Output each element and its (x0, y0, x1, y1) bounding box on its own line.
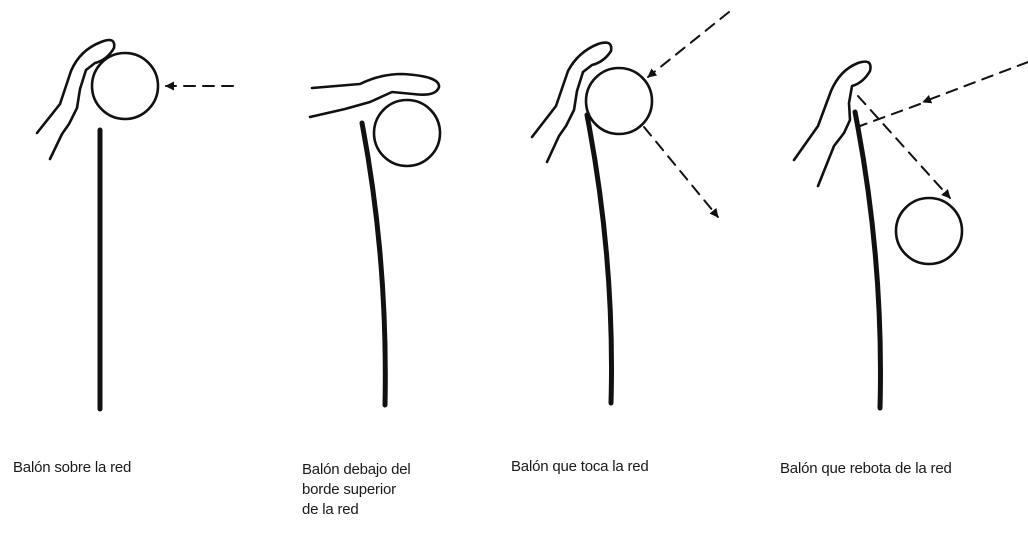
caption-line: Balón que toca la red (511, 458, 649, 475)
panel-touches-net (530, 11, 730, 406)
hand-icon (308, 72, 441, 119)
caption-rebounds-net: Balón que rebota de la red (780, 459, 952, 479)
impact-line (859, 103, 921, 127)
caption-over-net: Balón sobre la red (13, 458, 131, 478)
caption-line: Balón debajo del (302, 461, 411, 478)
rebound-arrow (857, 95, 951, 199)
hand-icon (530, 41, 613, 164)
ball (584, 66, 654, 136)
net-post (852, 109, 883, 411)
panel-below-top-edge (308, 72, 442, 408)
caption-line: borde superior (302, 481, 396, 498)
caption-line: de la red (302, 501, 359, 518)
net-post (359, 120, 388, 408)
deflection-arrow (643, 126, 719, 218)
caption-line: Balón sobre la red (13, 459, 132, 476)
incoming-arrow (647, 11, 730, 78)
hand-icon (35, 38, 116, 161)
ball (372, 98, 442, 168)
ball (90, 51, 160, 121)
incoming-arrow (922, 61, 1028, 104)
net-post (584, 112, 614, 406)
caption-below-top-edge: Balón debajo del borde superior de la re… (302, 460, 411, 520)
panel-over-net (35, 38, 234, 412)
hand-icon (792, 60, 872, 188)
ball (894, 196, 964, 266)
caption-touches-net: Balón que toca la red (511, 457, 649, 477)
caption-line: Balón que rebota de la red (780, 460, 952, 477)
panel-rebounds-net (792, 60, 1028, 411)
